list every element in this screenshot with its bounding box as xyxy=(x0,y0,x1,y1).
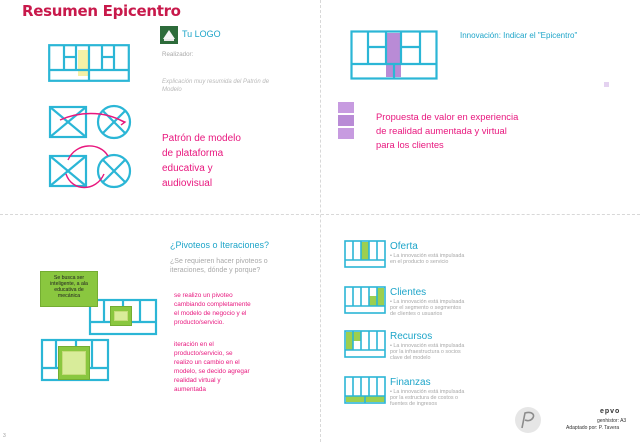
bullet-line: por la infraestructura o socios xyxy=(390,349,461,356)
author-logo-icon xyxy=(515,407,541,433)
value-proposition: Propuesta de valor en experiencia de rea… xyxy=(376,110,518,152)
section-bullets-finanzas: • La innovación está impulsada por la es… xyxy=(390,389,464,408)
realizador-label: Realizador: xyxy=(162,51,194,58)
clientes-canvas-icon xyxy=(344,286,386,314)
pattern-line: audiovisual xyxy=(162,178,213,189)
pattern-diagram-icon xyxy=(48,104,132,189)
bullet-line: • La innovación está impulsada xyxy=(390,299,465,305)
section-bullets-recursos: • La innovación está impulsada por la in… xyxy=(390,343,464,362)
bullet-line: • La innovación está impulsada xyxy=(390,389,465,395)
logo-label: Tu LOGO xyxy=(182,29,221,39)
page-title: Resumen Epicentro xyxy=(22,2,181,20)
iteration-line: modelo, se decido agregar xyxy=(174,368,250,375)
innovation-label: Innovación: Indicar el "Epicentro" xyxy=(460,31,578,40)
sticky-note-inner xyxy=(114,311,128,321)
proposition-line: de realidad aumentada y virtual xyxy=(376,125,507,136)
sticky-note-lower-inner xyxy=(62,351,86,375)
footer-adapted: Adaptado por: P. Tavera xyxy=(566,425,620,431)
footer-size: genhistor: A3 xyxy=(597,418,627,424)
sticky-stack-icon xyxy=(338,102,354,139)
bullet-line: de clientes o usuarios xyxy=(390,311,443,318)
bullet-line: clave del modelo xyxy=(390,355,431,362)
iteration-line: producto/servicio, se xyxy=(174,350,233,357)
pivot-line: el modelo de negocio y el xyxy=(174,310,247,317)
iteration-text: iteración en el producto/servicio, se re… xyxy=(174,340,250,394)
pivot-heading: ¿Pivoteos o Iteraciones? xyxy=(170,240,270,250)
pattern-line: educativa y xyxy=(162,163,213,174)
subheading-line: iteraciones, dónde y porque? xyxy=(170,267,261,274)
bullet-line: por la estructura de costos o xyxy=(390,395,459,402)
iteration-line: realidad virtual y xyxy=(174,377,221,384)
recursos-canvas-icon xyxy=(344,330,386,358)
iteration-line: aumentada xyxy=(174,386,206,393)
pivot-line: se realizo un pivoteo xyxy=(174,292,233,299)
horizontal-divider xyxy=(0,214,640,215)
pattern-description: Patrón de modelo de plataforma educativa… xyxy=(162,131,241,191)
sticky-note-main: Se busca ser inteligente, a ala educativ… xyxy=(40,271,98,307)
bullet-line: • La innovación está impulsada xyxy=(390,253,465,259)
section-title-finanzas: Finanzas xyxy=(390,377,431,388)
bullet-line: fuentes de ingresos xyxy=(390,401,438,408)
canvas-grid-icon xyxy=(48,44,130,82)
small-marker xyxy=(604,82,609,87)
logo-icon xyxy=(160,26,178,44)
section-title-oferta: Oferta xyxy=(390,241,418,252)
bullet-line: en el producto o servicio xyxy=(390,259,449,266)
proposition-line: para los clientes xyxy=(376,139,444,150)
pattern-line: Patrón de modelo xyxy=(162,133,241,144)
section-title-clientes: Clientes xyxy=(390,287,427,298)
epicenter-canvas-icon xyxy=(350,30,438,80)
section-bullets-clientes: • La innovación está impulsada por el se… xyxy=(390,299,464,318)
pivot-text: se realizo un pivoteo cambiando completa… xyxy=(174,291,251,327)
section-bullets-oferta: • La innovación está impulsada en el pro… xyxy=(390,253,464,265)
pivot-subheading: ¿Se requieren hacer pivoteos o iteracion… xyxy=(170,257,268,275)
footer-brand: epvo xyxy=(600,408,621,415)
section-title-recursos: Recursos xyxy=(390,331,433,342)
finanzas-canvas-icon xyxy=(344,376,386,404)
pivot-line: producto/servicio. xyxy=(174,319,225,326)
iteration-line: iteración en el xyxy=(174,341,214,348)
proposition-line: Propuesta de valor en experiencia xyxy=(376,111,519,122)
pattern-line: de plataforma xyxy=(162,148,224,159)
oferta-canvas-icon xyxy=(344,240,386,268)
page-number: 3 xyxy=(3,433,6,439)
bullet-line: por el segmento o segmentos xyxy=(390,305,462,312)
pivot-line: cambiando completamente xyxy=(174,301,251,308)
pattern-explanation: Explicación muy resumida del Patrón de M… xyxy=(162,79,270,93)
vertical-divider xyxy=(320,0,321,442)
subheading-line: ¿Se requieren hacer pivoteos o xyxy=(170,258,268,265)
bullet-line: • La innovación está impulsada xyxy=(390,343,465,349)
iteration-line: realizo un cambio en el xyxy=(174,359,240,366)
